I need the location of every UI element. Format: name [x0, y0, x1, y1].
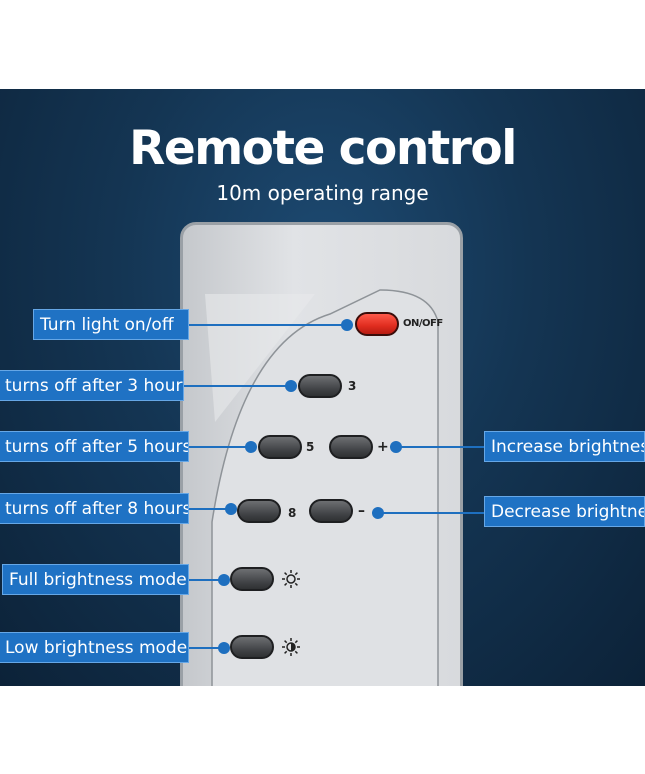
connector-dot-timer3: [285, 380, 297, 392]
connector-full: [188, 579, 226, 581]
full-brightness-button[interactable]: [230, 567, 274, 591]
connector-increase: [396, 446, 486, 448]
power-button-label: ON/OFF: [403, 318, 443, 329]
timer-8h-label: 8: [288, 506, 297, 520]
power-button[interactable]: [355, 312, 399, 336]
connector-timer8: [188, 508, 228, 510]
callout-timer8: turns off after 8 hours: [0, 493, 189, 524]
callout-timer5: turns off after 5 hours: [0, 431, 189, 462]
callout-full-brightness: Full brightness mode: [2, 564, 189, 595]
increase-brightness-label: +: [377, 439, 389, 455]
timer-8h-button[interactable]: [237, 499, 281, 523]
callout-power: Turn light on/off: [33, 309, 189, 340]
connector-timer3: [182, 385, 290, 387]
callout-increase-brightness: Increase brightness: [484, 431, 645, 462]
connector-dot-timer8: [225, 503, 237, 515]
increase-brightness-button[interactable]: [329, 435, 373, 459]
timer-3h-label: 3: [348, 379, 357, 393]
remote-face: [205, 289, 439, 686]
timer-5h-label: 5: [306, 440, 315, 454]
timer-3h-button[interactable]: [298, 374, 342, 398]
callout-low-brightness: Low brightness mode: [0, 632, 189, 663]
sun-half-filled-icon: [282, 638, 300, 656]
timer-5h-button[interactable]: [258, 435, 302, 459]
connector-timer5: [188, 446, 250, 448]
connector-dot-full: [218, 574, 230, 586]
decrease-brightness-label: –: [358, 503, 365, 519]
connector-low: [188, 647, 226, 649]
connector-dot-power: [341, 319, 353, 331]
decrease-brightness-button[interactable]: [309, 499, 353, 523]
connector-dot-timer5: [245, 441, 257, 453]
callout-timer3: turns off after 3 hours: [0, 370, 184, 401]
page-subtitle: 10m operating range: [216, 181, 429, 205]
callout-decrease-brightness: Decrease brightness: [484, 496, 645, 527]
page-title: Remote control: [129, 121, 517, 176]
hero-panel: Remote control 10m operating range ON/OF…: [0, 89, 645, 686]
low-brightness-button[interactable]: [230, 635, 274, 659]
sun-outline-icon: [282, 570, 300, 588]
connector-decrease: [378, 512, 486, 514]
connector-dot-low: [218, 642, 230, 654]
connector-power: [188, 324, 348, 326]
